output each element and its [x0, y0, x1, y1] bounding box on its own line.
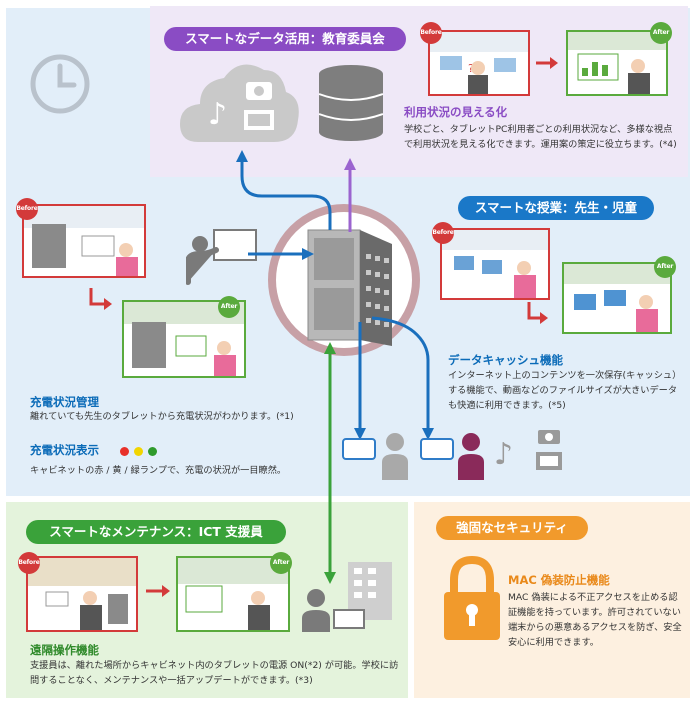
- arrow-down-right-icon: [89, 288, 112, 310]
- charge-after-badge: After: [218, 296, 240, 318]
- data-before-badge: Before: [420, 22, 442, 44]
- mac-heading: MAC 偽装防止機能: [508, 573, 610, 587]
- data-after-image: [566, 30, 668, 96]
- arrow-down-right-icon: [527, 302, 548, 324]
- teacher-section-pill: スマートな授業：先生・児童: [458, 196, 654, 220]
- music-icon: ♪: [494, 437, 513, 470]
- database-icon: [318, 65, 384, 141]
- support-staff-icon: [302, 562, 392, 632]
- cache-body: インターネット上のコンテンツを一次保存(キャッシュ）する機能で、動画などのファイ…: [448, 370, 682, 411]
- lock-icon: [444, 556, 500, 640]
- arrow-right-icon: [146, 585, 170, 597]
- tablet-icon: [342, 438, 376, 460]
- mac-body: MAC 偽装による不正アクセスを止める認証機能を持っています。許可されていない端…: [508, 592, 682, 648]
- charge-display-heading: 充電状況表示: [30, 443, 99, 457]
- visualization-heading: 利用状況の見える化: [404, 105, 508, 119]
- charging-cabinet: [268, 204, 420, 356]
- charge-manage-heading: 充電状況管理: [30, 395, 99, 409]
- remote-body: 支援員は、離れた場所からキャビネット内のタブレットの電源 ON(*2) が可能。…: [30, 660, 399, 686]
- maintenance-after-badge: After: [270, 552, 292, 574]
- charge-manage-body: 離れていても先生のタブレットから充電状況がわかります。(*1): [30, 411, 294, 422]
- class-before-badge: Before: [432, 222, 454, 244]
- clock-icon: [30, 54, 90, 114]
- svg-text:?: ?: [468, 62, 474, 75]
- remote-heading: 遠隔操作機能: [30, 643, 99, 657]
- maintenance-section-pill: スマートなメンテナンス：ICT 支援員: [26, 520, 286, 544]
- svg-text:♪: ♪: [494, 437, 513, 470]
- data-after-badge: After: [650, 22, 672, 44]
- data-section-pill: スマートなデータ活用：教育委員会: [164, 27, 406, 51]
- charge-before-badge: Before: [16, 198, 38, 220]
- cache-heading: データキャッシュ機能: [448, 353, 563, 367]
- teacher-icon: [458, 433, 484, 480]
- tablet-icon: [420, 438, 454, 460]
- charge-before-image: [22, 204, 146, 278]
- yellow-lamp-icon: [134, 447, 143, 456]
- cloud-icon: ♪: [180, 64, 299, 142]
- maintenance-before-image: [26, 556, 138, 632]
- student-icon: [382, 433, 408, 480]
- maintenance-before-badge: Before: [18, 552, 40, 574]
- security-section-pill: 強固なセキュリティ: [436, 516, 588, 540]
- svg-text:♪: ♪: [208, 97, 227, 132]
- class-before-image: [440, 228, 550, 300]
- green-lamp-icon: [148, 447, 157, 456]
- visualization-body: 学校ごと、タブレットPC利用者ごとの利用状況など、多様な視点で利用状況を見える化…: [404, 124, 677, 150]
- class-after-image: [562, 262, 672, 334]
- maintenance-after-image: [176, 556, 290, 632]
- arrow-right-icon: [536, 57, 558, 69]
- camera-video-icon: [536, 430, 562, 470]
- red-lamp-icon: [120, 447, 129, 456]
- charge-display-body: キャビネットの赤 / 黄 / 緑ランプで、充電の状況が一目瞭然。: [30, 465, 287, 476]
- class-after-badge: After: [654, 256, 676, 278]
- data-before-image: ?: [428, 30, 530, 96]
- charge-after-image: [122, 300, 246, 378]
